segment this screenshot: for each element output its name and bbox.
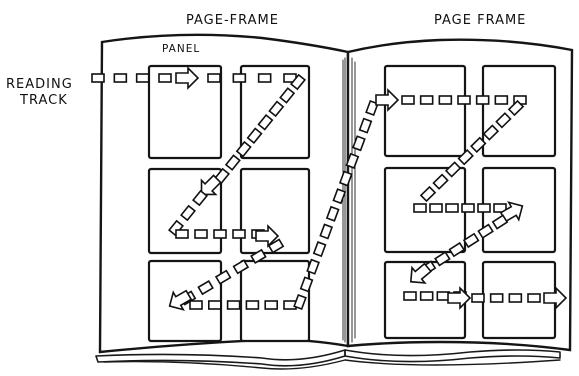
- track-dash-7: [259, 74, 271, 82]
- track-dash-67: [462, 204, 474, 212]
- page-frame-left-label: PAGE-FRAME: [186, 13, 279, 28]
- track-dash-81: [491, 294, 503, 302]
- panel-label: PANEL: [162, 43, 200, 55]
- track-dash-3: [137, 74, 149, 82]
- track-dash-64: [414, 204, 426, 212]
- book-page-stack: [96, 350, 560, 369]
- track-dash-21: [195, 230, 207, 238]
- reading-track-label-line2: TRACK: [19, 93, 68, 108]
- track-dash-22: [214, 230, 226, 238]
- track-dash-49: [402, 96, 414, 104]
- track-dash-82: [509, 294, 521, 302]
- panel-left-4: [241, 169, 309, 253]
- track-dash-5: [208, 74, 220, 82]
- track-dash-2: [114, 74, 126, 82]
- track-dash-76: [404, 292, 416, 300]
- track-dash-77: [421, 292, 433, 300]
- track-dash-20: [176, 230, 188, 238]
- track-dash-31: [190, 301, 202, 309]
- track-dash-65: [430, 204, 442, 212]
- track-dash-52: [458, 96, 470, 104]
- track-dash-68: [478, 204, 490, 212]
- track-dash-35: [265, 301, 277, 309]
- track-dash-33: [228, 301, 240, 309]
- track-dash-80: [472, 294, 484, 302]
- page-frame-right-label: PAGE FRAME: [434, 13, 526, 28]
- track-dash-54: [495, 96, 507, 104]
- track-dash-1: [92, 74, 104, 82]
- track-dash-34: [246, 301, 258, 309]
- track-dash-66: [446, 204, 458, 212]
- track-dash-51: [439, 96, 451, 104]
- track-dash-53: [477, 96, 489, 104]
- track-dash-4: [159, 74, 171, 82]
- track-dash-32: [209, 301, 221, 309]
- reading-track-label-line1: READING: [6, 77, 73, 92]
- panel-right-1: [385, 66, 465, 156]
- track-dash-83: [528, 294, 540, 302]
- track-dash-23: [233, 230, 245, 238]
- track-dash-50: [421, 96, 433, 104]
- track-dash-6: [233, 74, 245, 82]
